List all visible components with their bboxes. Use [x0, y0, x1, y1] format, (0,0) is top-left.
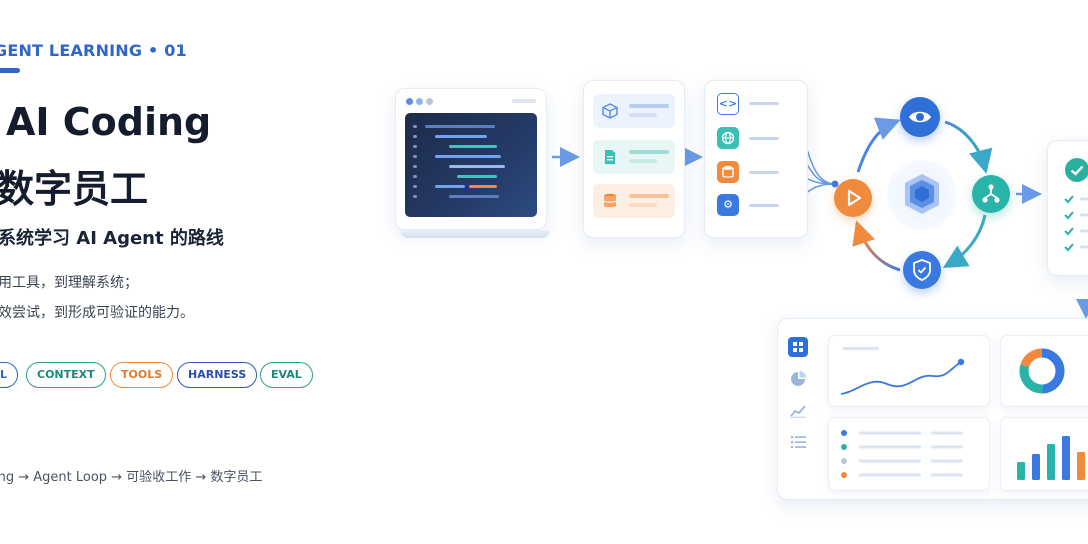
tag-context: CONTEXT: [26, 362, 106, 388]
tag-model: EL: [0, 362, 18, 388]
line-chart-panel: [828, 335, 990, 407]
settings-icon: ⚙: [717, 194, 739, 216]
tag-eval: EVAL: [260, 362, 313, 388]
checklist-card: [1047, 140, 1088, 276]
database-icon: [603, 193, 617, 208]
agent-core-icon: [905, 174, 939, 214]
code-editor-window: [395, 88, 547, 230]
code-screen: [405, 113, 537, 217]
document-icon: [605, 150, 615, 164]
legend-list-panel: [828, 417, 990, 491]
verify-node: [903, 251, 941, 289]
bar-chart-panel: [1000, 417, 1088, 491]
trend-line: [840, 358, 965, 395]
list-item: [593, 184, 675, 218]
page-title-line1: AI Coding: [6, 100, 212, 144]
list-item: [593, 94, 675, 128]
window-dot: [426, 98, 433, 105]
checklist-items: [1064, 195, 1088, 252]
check-icon: [1065, 158, 1088, 182]
shield-icon: [913, 259, 931, 281]
laptop-base: [400, 230, 550, 238]
globe-icon: [717, 127, 739, 149]
cube-icon: [602, 103, 618, 119]
dashboard-card: [777, 318, 1088, 500]
play-icon: [847, 189, 862, 207]
window-dot: [406, 98, 413, 105]
tools-card: <> ⚙: [704, 80, 808, 238]
pie-icon[interactable]: [790, 371, 806, 387]
play-button[interactable]: [834, 179, 872, 217]
list-item: [593, 140, 675, 174]
window-toolbar: [512, 99, 536, 103]
code-icon: <>: [717, 93, 739, 115]
tag-tools: TOOLS: [110, 362, 174, 388]
branch-icon: [982, 184, 1000, 203]
decide-node: [972, 175, 1010, 213]
description-line2: 效尝试，到形成可验证的能力。: [0, 305, 194, 321]
observe-node: [900, 97, 940, 137]
donut-chart: [1019, 348, 1065, 394]
series-label: GENT LEARNING • 01: [0, 41, 187, 60]
legend-list: [841, 430, 963, 478]
learning-path: ing → Agent Loop → 可验收工作 → 数字员工: [0, 470, 263, 485]
context-list-card: [583, 80, 685, 238]
database-icon: [717, 161, 739, 183]
line-chart-icon[interactable]: [790, 404, 806, 418]
list-icon[interactable]: [791, 436, 806, 448]
page-title-line2: 数字员工: [0, 167, 149, 211]
series-accent-bar: [0, 68, 20, 73]
page-subtitle: 系统学习 AI Agent 的路线: [0, 228, 224, 249]
description-line1: 用工具，到理解系统；: [0, 275, 138, 291]
bar-chart: [1017, 436, 1085, 480]
grid-icon[interactable]: [788, 337, 808, 357]
window-dot: [416, 98, 423, 105]
eye-icon: [909, 111, 931, 123]
donut-chart-panel: [1000, 335, 1088, 407]
tag-harness: HARNESS: [177, 362, 258, 388]
